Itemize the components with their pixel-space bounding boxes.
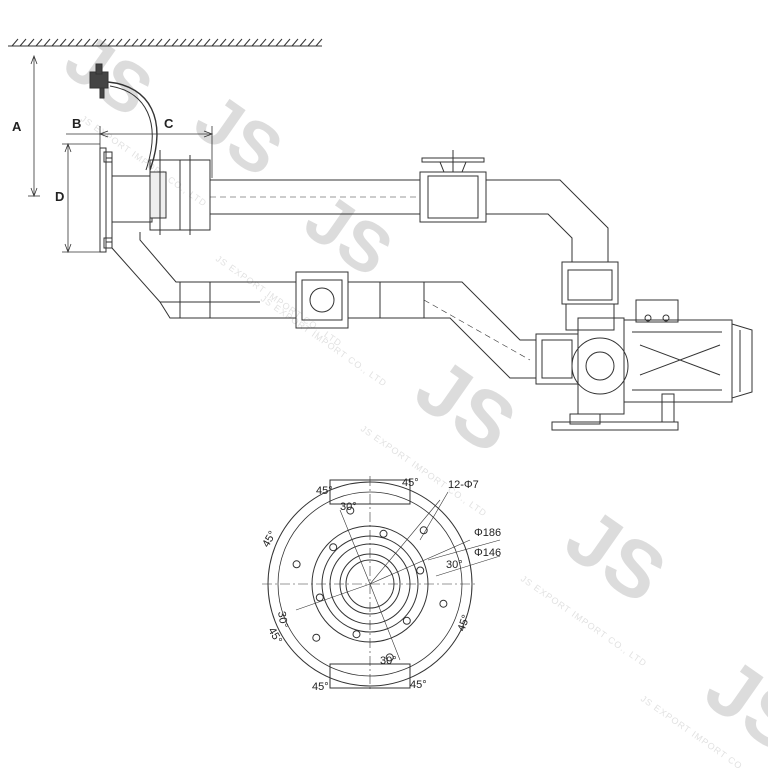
flange-bolt-hole [352,630,361,639]
dimension-a-label: A [12,119,22,134]
flange-angle-inner-top: 30° [340,501,357,513]
flange-angle-top: 45° [316,485,333,497]
flange-angle-bottom-right: 45° [410,679,427,691]
flange-bolt-hole [312,633,321,642]
lower-pipe [111,232,536,379]
flange-bolt-hole [379,529,388,538]
upper-pipe [210,150,619,331]
flange-bolt-hole [346,506,355,515]
flange-bolt-hole [439,599,448,608]
flange-outer-diameter-label: Φ186 [474,527,501,539]
watermark-text: JS EXPORT IMPORT CO., LTD [79,113,209,208]
dimension-b-label: B [72,116,81,131]
flange-angle-top-right: 45° [402,477,419,489]
flange-bolt-hole [329,543,338,552]
dimension-lines [28,54,214,254]
flange-bolt-hole [315,593,324,602]
pump-motor [535,299,753,431]
flange-bolt-hole [419,526,428,535]
watermark-logo: JS [690,641,768,768]
flange-angle-left-lower: 30° [275,610,290,628]
flange-angle-upper-left: 45° [260,529,279,549]
watermark-logo: JS [51,18,166,131]
flange-bolt-hole [385,653,394,662]
flange-angle-inner-bottom: 30° [380,655,397,667]
flange-angle-right-mid: 30° [446,559,463,571]
cable-plug [89,63,158,171]
flange-holes-label: 12-Φ7 [448,479,479,491]
piping-assembly [89,63,753,431]
flange-bolt-hole [416,566,425,575]
flange-bolt-hole [402,616,411,625]
flange-inner-diameter-label: Φ146 [474,547,501,559]
flange-angle-bottom-left: 45° [312,681,329,693]
dimension-d-label: D [55,189,64,204]
flange-bolt-hole [292,560,301,569]
watermark-logo: JS [400,341,531,470]
watermark-layer: JS JS EXPORT IMPORT CO., LTD JS JS EXPOR… [51,18,768,768]
flange-angle-right-lower: 45° [456,613,473,633]
flange-angle-lower-left: 45° [265,626,284,646]
ceiling [8,38,323,47]
watermark-logo: JS [181,78,296,191]
wall-fitting [99,147,211,253]
watermark-logo: JS [550,491,681,620]
watermark-logo: JS [291,178,406,291]
flange-view [262,476,501,692]
watermark-text: JS EXPORT IMPORT CO., LTD [259,293,389,388]
dimension-c-label: C [164,116,174,131]
